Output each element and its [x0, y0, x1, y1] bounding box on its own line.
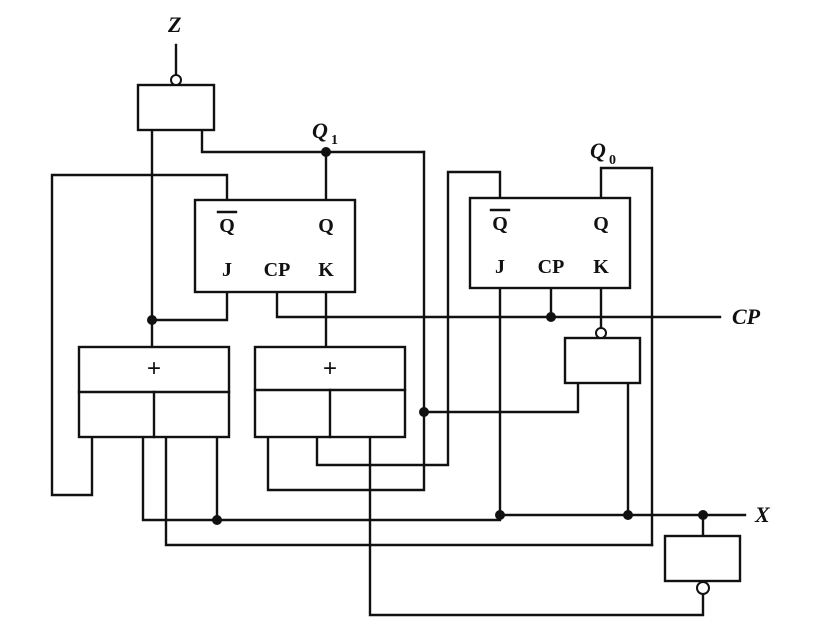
ff0-cp-label: CP: [538, 256, 565, 278]
ff0-j-label: J: [495, 256, 505, 278]
output-gate-z: [136, 74, 216, 132]
q0-label: Q: [590, 138, 606, 163]
x-label: X: [754, 502, 771, 527]
ff0-q-label: Q: [593, 213, 609, 235]
jk-flip-flop-1: Q Q J CP K: [193, 198, 357, 294]
gate-bottom-right: [663, 534, 742, 595]
ff1-k-label: K: [318, 259, 334, 281]
or1-symbol: +: [147, 355, 161, 382]
ff1-cp-label: CP: [264, 259, 291, 281]
inversion-bubble-icon: [170, 74, 182, 86]
or2-symbol: +: [323, 355, 337, 382]
ff1-j-label: J: [222, 259, 232, 281]
inversion-bubble-icon: [696, 581, 710, 595]
q1-subscript: 1: [331, 133, 338, 148]
signal-labels: Z Q 1 Q 0 CP X: [167, 12, 771, 527]
jk-flip-flop-0: Q Q J CP K: [468, 196, 632, 290]
ff1-q-label: Q: [318, 215, 334, 237]
or-gate-1: +: [77, 345, 231, 439]
junctions: [147, 147, 708, 525]
or-gate-2: +: [253, 345, 407, 439]
inversion-bubble-icon: [595, 327, 607, 339]
z-label: Z: [167, 12, 181, 37]
cp-label: CP: [732, 304, 761, 329]
ff1-qbar-label: Q: [219, 215, 235, 237]
ff0-k-label: K: [593, 256, 609, 278]
q1-label: Q: [312, 118, 328, 143]
gate-k0: [563, 327, 642, 385]
ff0-qbar-label: Q: [492, 213, 508, 235]
q0-subscript: 0: [609, 153, 616, 168]
